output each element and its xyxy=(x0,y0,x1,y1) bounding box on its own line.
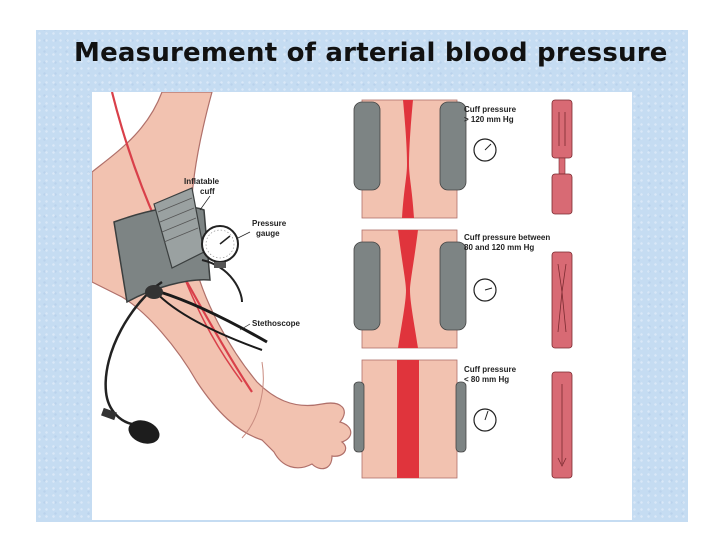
panel-3-line1: Cuff pressure xyxy=(464,365,517,374)
artery-open xyxy=(397,360,419,478)
bp-figure: Inflatable cuff Pressure gauge Stethosco… xyxy=(91,91,632,520)
panel-above-120: Cuff pressure > 120 mm Hg xyxy=(353,99,573,219)
panel-1-line2: > 120 mm Hg xyxy=(464,115,514,124)
panel-1-line1: Cuff pressure xyxy=(464,105,517,114)
label-gauge: gauge xyxy=(256,229,280,238)
arm xyxy=(91,91,352,470)
label-inflatable: Inflatable xyxy=(184,177,220,186)
label-cuff: cuff xyxy=(200,187,215,196)
label-pressure: Pressure xyxy=(252,219,287,228)
slide: Measurement of arterial blood pressure xyxy=(36,30,688,522)
panel-80-to-120: Cuff pressure between 80 and 120 mm Hg xyxy=(353,229,573,349)
panel-3-line2: < 80 mm Hg xyxy=(464,375,509,384)
arm-illustration: Inflatable cuff Pressure gauge Stethosco… xyxy=(91,91,352,470)
panel-2-line2: 80 and 120 mm Hg xyxy=(464,243,534,252)
label-stethoscope: Stethoscope xyxy=(252,319,301,328)
panel-2-line1: Cuff pressure between xyxy=(464,233,550,242)
inflation-bulb xyxy=(128,420,160,444)
artery-partial xyxy=(398,230,418,348)
artery-occluded xyxy=(402,100,414,218)
stethoscope-tube xyxy=(159,290,268,344)
slide-title: Measurement of arterial blood pressure xyxy=(74,38,668,68)
stethoscope-head xyxy=(145,285,163,299)
panel-below-80: Cuff pressure < 80 mm Hg xyxy=(353,359,573,479)
